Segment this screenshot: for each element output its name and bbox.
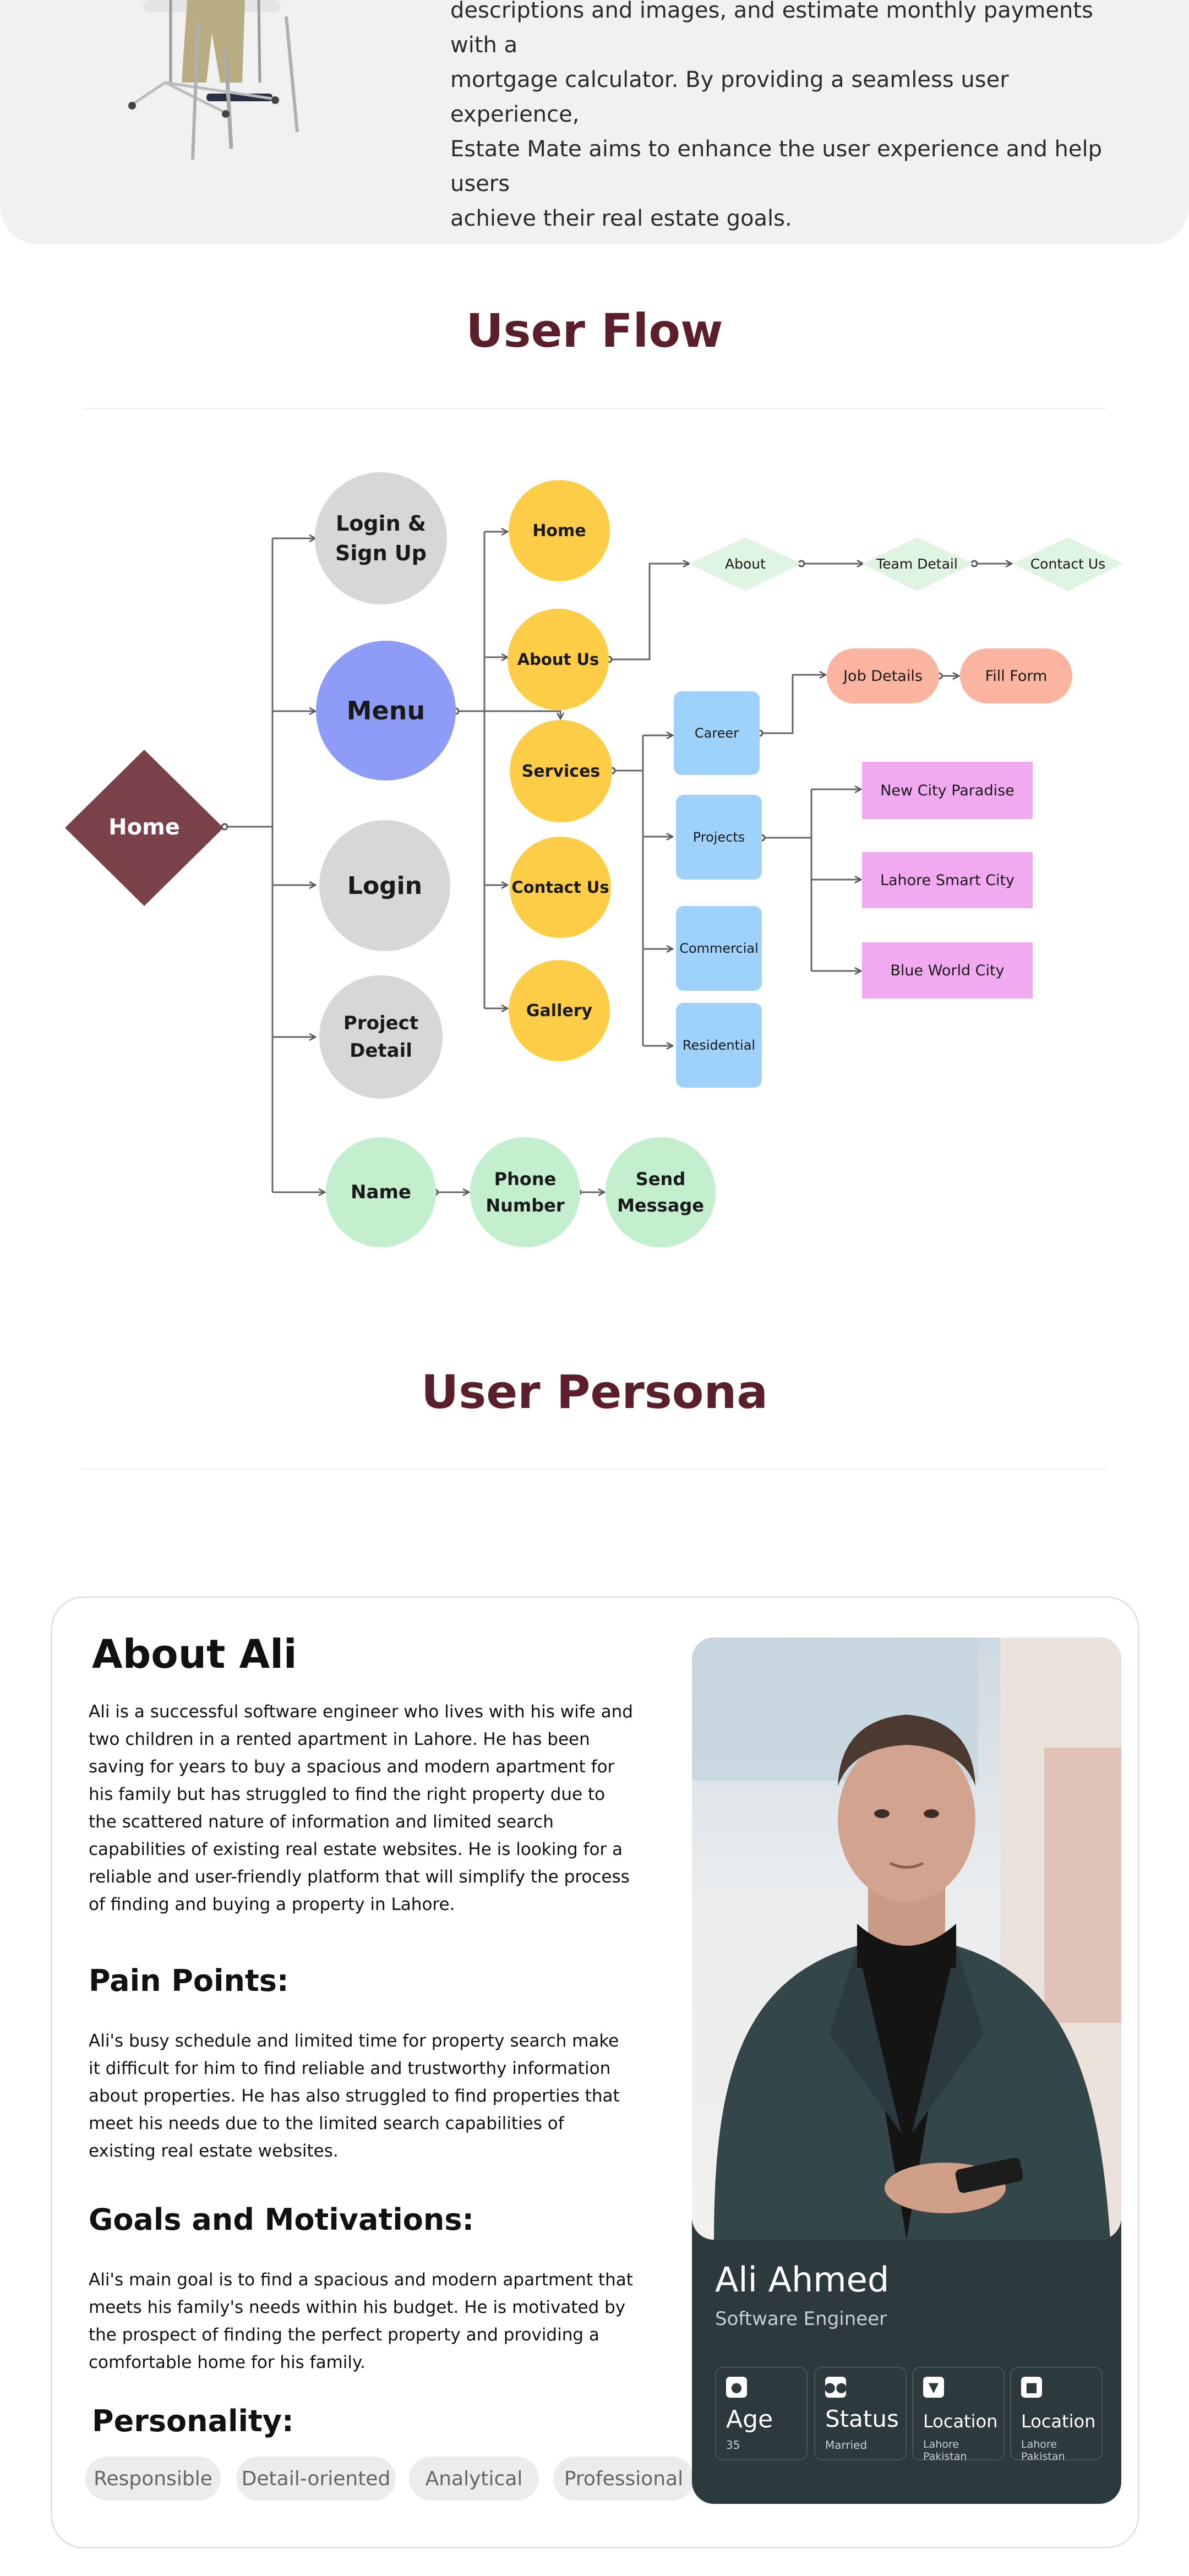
menu-node: Menu bbox=[316, 641, 456, 781]
contact-us-menu-node: Contact Us bbox=[510, 837, 611, 938]
section-divider bbox=[83, 1469, 1106, 1470]
briefcase-icon: ■ bbox=[1021, 2377, 1042, 2398]
phone-number-node: Phone Number bbox=[470, 1137, 580, 1247]
goals-text: Ali's main goal is to find a spacious an… bbox=[89, 2270, 633, 2372]
user-flow-diagram: Home About Team Detail Contact Us Login … bbox=[0, 418, 1189, 1266]
trait-chip: Professional bbox=[553, 2457, 694, 2501]
stat-value: 35 bbox=[726, 2438, 740, 2452]
stat-card-location: ▼ Location Lahore Pakistan bbox=[912, 2367, 1005, 2463]
send-message-node: Send Message bbox=[606, 1137, 716, 1247]
trait-chip: Analytical bbox=[409, 2457, 539, 2501]
person-illustration bbox=[692, 1638, 1121, 2240]
stat-label: Status bbox=[825, 2405, 899, 2432]
about-heading: About Ali bbox=[92, 1631, 297, 1677]
login-node: Login bbox=[319, 820, 450, 951]
stat-value: Married bbox=[825, 2438, 868, 2452]
career-node: Career bbox=[674, 691, 760, 775]
contact-us-node: Contact Us bbox=[1030, 555, 1106, 572]
stat-label: Age bbox=[726, 2405, 773, 2433]
user-flow-title: User Flow bbox=[466, 304, 723, 358]
flow-connectors bbox=[65, 418, 1123, 1266]
new-city-paradise-node: New City Paradise bbox=[862, 762, 1033, 819]
send-message-line: Send bbox=[635, 1169, 686, 1189]
project-detail-line: Detail bbox=[350, 1040, 412, 1062]
pain-points-heading: Pain Points: bbox=[89, 1963, 289, 1998]
home-diamond-shape bbox=[65, 750, 223, 906]
fill-form-node: Fill Form bbox=[960, 648, 1072, 703]
trait-chip: Detail-oriented bbox=[236, 2457, 396, 2501]
group-icon: ●● bbox=[824, 2377, 847, 2398]
job-details-node: Job Details bbox=[827, 648, 939, 703]
home-node: Home bbox=[108, 815, 180, 840]
about-node: About bbox=[725, 555, 766, 572]
team-detail-node: Team Detail bbox=[876, 555, 958, 572]
projects-node: Projects bbox=[676, 795, 762, 880]
pain-points-text: Ali's busy schedule and limited time for… bbox=[89, 2031, 620, 2161]
section-divider bbox=[83, 408, 1106, 410]
gallery-node: Gallery bbox=[509, 960, 610, 1061]
name-node: Name bbox=[326, 1137, 436, 1247]
profile-photo bbox=[692, 1638, 1121, 2240]
stat-label: Location bbox=[923, 2411, 998, 2432]
login-signup-line: Login & bbox=[336, 511, 426, 536]
login-signup-line: Sign Up bbox=[335, 541, 427, 565]
profile-card: Ali Ahmed Software Engineer ● Age 35 ●● … bbox=[692, 1638, 1121, 2504]
services-node: Services bbox=[510, 720, 612, 822]
location-pin-icon: ▼ bbox=[923, 2377, 944, 2398]
person-icon: ● bbox=[726, 2377, 747, 2398]
project-detail-node: Project Detail bbox=[319, 975, 443, 1099]
project-detail-line: Project bbox=[343, 1012, 419, 1034]
team-detail-diamond-shape bbox=[862, 537, 973, 591]
persona-card: About Ali Ali is a successful software e… bbox=[51, 1596, 1139, 2548]
commercial-node: Commercial bbox=[676, 906, 762, 991]
phone-number-line: Phone bbox=[494, 1169, 557, 1189]
about-diamond-shape bbox=[689, 537, 801, 591]
login-signup-node: Login & Sign Up bbox=[315, 472, 447, 604]
contact-diamond-shape bbox=[1013, 537, 1123, 591]
send-message-line: Message bbox=[617, 1195, 704, 1216]
lahore-smart-city-node: Lahore Smart City bbox=[862, 852, 1033, 908]
blue-world-city-node: Blue World City bbox=[862, 942, 1033, 998]
intro-line: mortgage calculator. By providing a seam… bbox=[450, 67, 1009, 127]
stat-value: Lahore Pakistan bbox=[1021, 2438, 1065, 2463]
intro-description: descriptions and images, and estimate mo… bbox=[450, 0, 1133, 236]
intro-line: Estate Mate aims to enhance the user exp… bbox=[450, 137, 1103, 197]
trait-chip: Responsible bbox=[85, 2457, 221, 2501]
user-persona-title: User Persona bbox=[421, 1365, 768, 1419]
stat-label: Location bbox=[1021, 2411, 1096, 2432]
profile-name: Ali Ahmed bbox=[715, 2260, 890, 2300]
intro-line: descriptions and images, and estimate mo… bbox=[450, 0, 1093, 58]
menu-home-node: Home bbox=[509, 480, 610, 581]
residential-node: Residential bbox=[676, 1003, 762, 1088]
intro-line: achieve their real estate goals. bbox=[450, 206, 792, 231]
personality-heading: Personality: bbox=[92, 2404, 294, 2438]
stat-card-age: ● Age 35 bbox=[715, 2367, 808, 2460]
office-chair-illustration bbox=[128, 0, 299, 160]
about-us-node: About Us bbox=[508, 609, 609, 710]
intro-section: descriptions and images, and estimate mo… bbox=[0, 0, 1189, 244]
goals-heading: Goals and Motivations: bbox=[89, 2202, 474, 2237]
stat-value: Lahore Pakistan bbox=[923, 2438, 967, 2463]
stat-card-status: ●● Status Married bbox=[814, 2367, 907, 2460]
stat-card-location-2: ■ Location Lahore Pakistan bbox=[1010, 2367, 1103, 2463]
about-text: Ali is a successful software engineer wh… bbox=[89, 1702, 633, 1914]
phone-number-line: Number bbox=[486, 1195, 565, 1216]
profile-role: Software Engineer bbox=[715, 2308, 887, 2330]
